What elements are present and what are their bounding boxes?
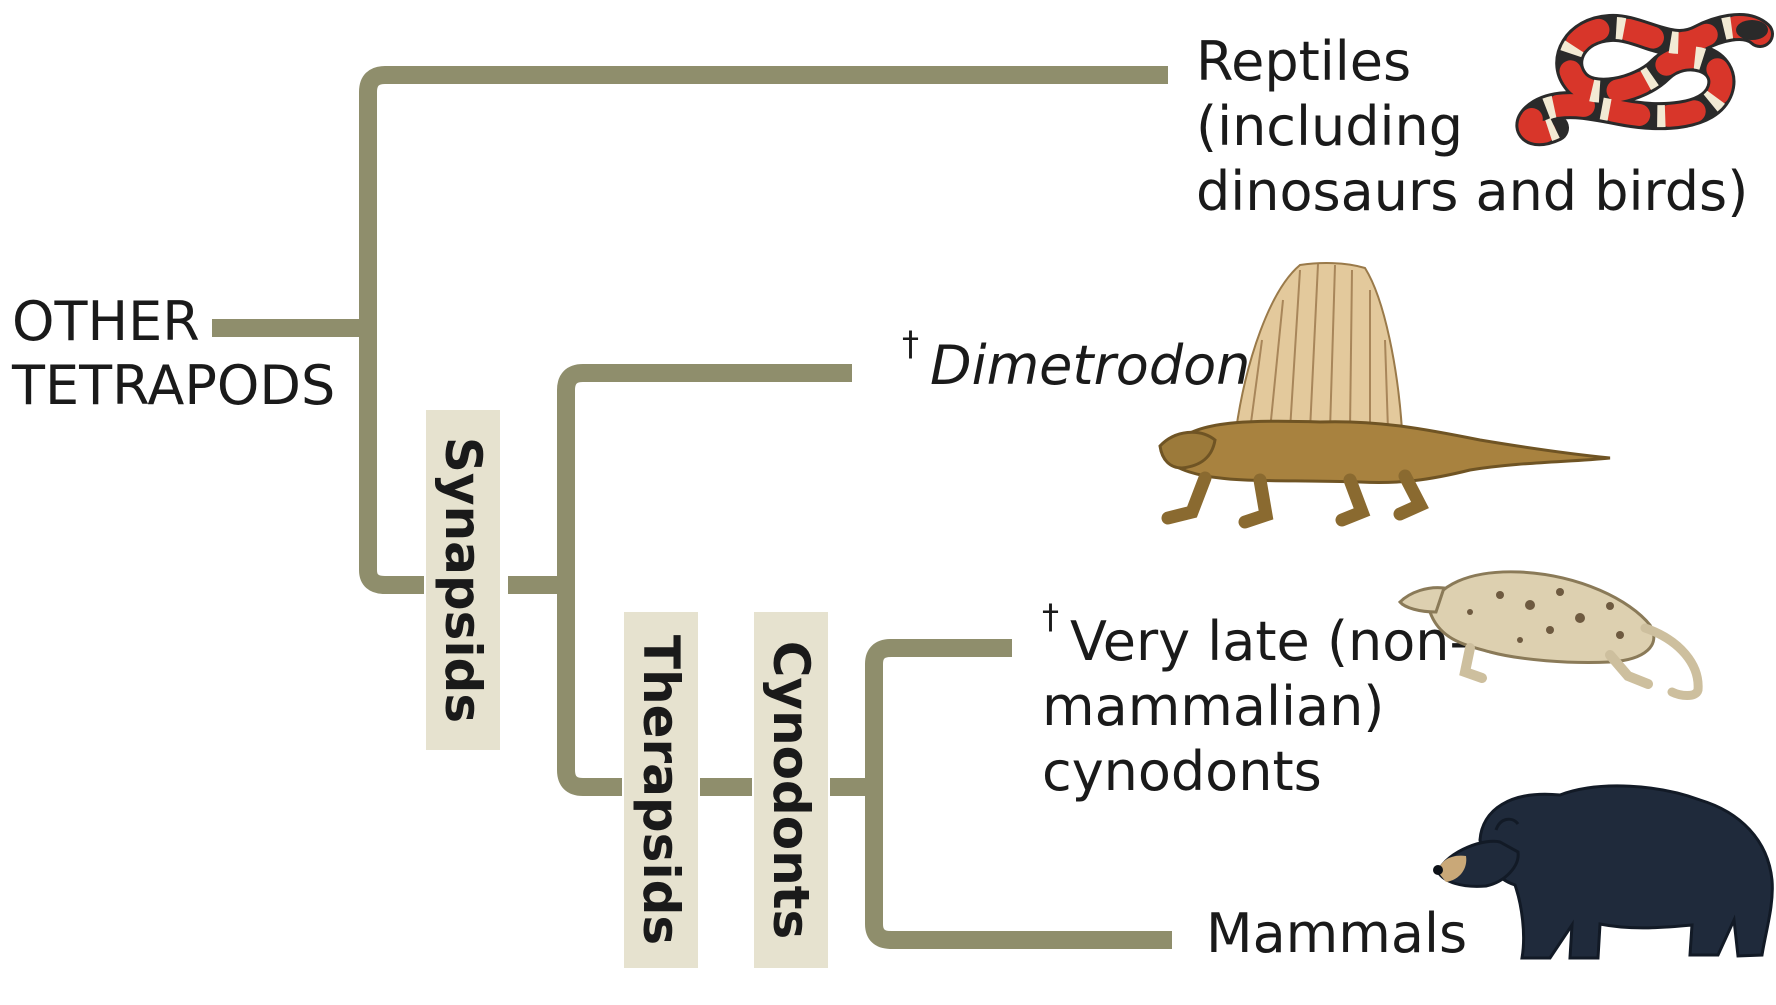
branch-therapsids <box>557 585 622 796</box>
cynodonts-label-line3: cynodonts <box>1042 740 1322 803</box>
root-label-line1: OTHER <box>12 290 200 353</box>
taxon-mammals: Mammals <box>1206 902 1467 965</box>
root-label: OTHER TETRAPODS <box>11 290 335 417</box>
branch-reptiles <box>359 66 1168 328</box>
cynodonts-label-line1: Very late (non- <box>1070 610 1469 673</box>
clade-label-synapsids: Synapsids <box>434 437 492 723</box>
clade-label-therapsids: Therapsids <box>632 635 690 945</box>
dimetrodon-label: Dimetrodon <box>930 334 1250 397</box>
clade-cynodonts: Cynodonts <box>754 612 828 968</box>
cynodonts-label-line2: mammalian) <box>1042 675 1384 738</box>
branch-dimetrodon <box>557 364 852 585</box>
branch-synapsids <box>359 328 424 594</box>
mammals-label: Mammals <box>1206 902 1467 965</box>
reptiles-label-line3: dinosaurs and birds) <box>1196 160 1748 223</box>
reptiles-label-line1: Reptiles <box>1196 30 1411 93</box>
coral-snake-image <box>1515 13 1774 147</box>
reptiles-label-line2: (including <box>1196 95 1463 158</box>
clade-synapsids: Synapsids <box>426 410 500 750</box>
branch-late-cynodonts <box>865 639 1012 787</box>
dimetrodon-image <box>1158 262 1611 529</box>
clade-label-cynodonts: Cynodonts <box>762 641 820 940</box>
taxon-dimetrodon: † Dimetrodon <box>902 324 1250 397</box>
taxon-reptiles: Reptiles (including dinosaurs and birds) <box>1196 30 1748 223</box>
tree-branches <box>212 66 1172 949</box>
extinct-dagger-cynodonts: † <box>1042 597 1059 637</box>
clade-therapsids: Therapsids <box>624 612 698 968</box>
clade-box-therapsids <box>624 612 698 968</box>
clade-box-cynodonts <box>754 612 828 968</box>
cynodont-image <box>1397 570 1703 700</box>
branch-mammals <box>865 787 1172 949</box>
taxon-late-cynodonts: † Very late (non- mammalian) cynodonts <box>1042 597 1469 803</box>
clade-box-synapsids <box>426 410 500 750</box>
root-label-line2: TETRAPODS <box>11 354 335 417</box>
extinct-dagger-dimetrodon: † <box>902 324 919 364</box>
black-bear-image <box>1433 784 1774 960</box>
